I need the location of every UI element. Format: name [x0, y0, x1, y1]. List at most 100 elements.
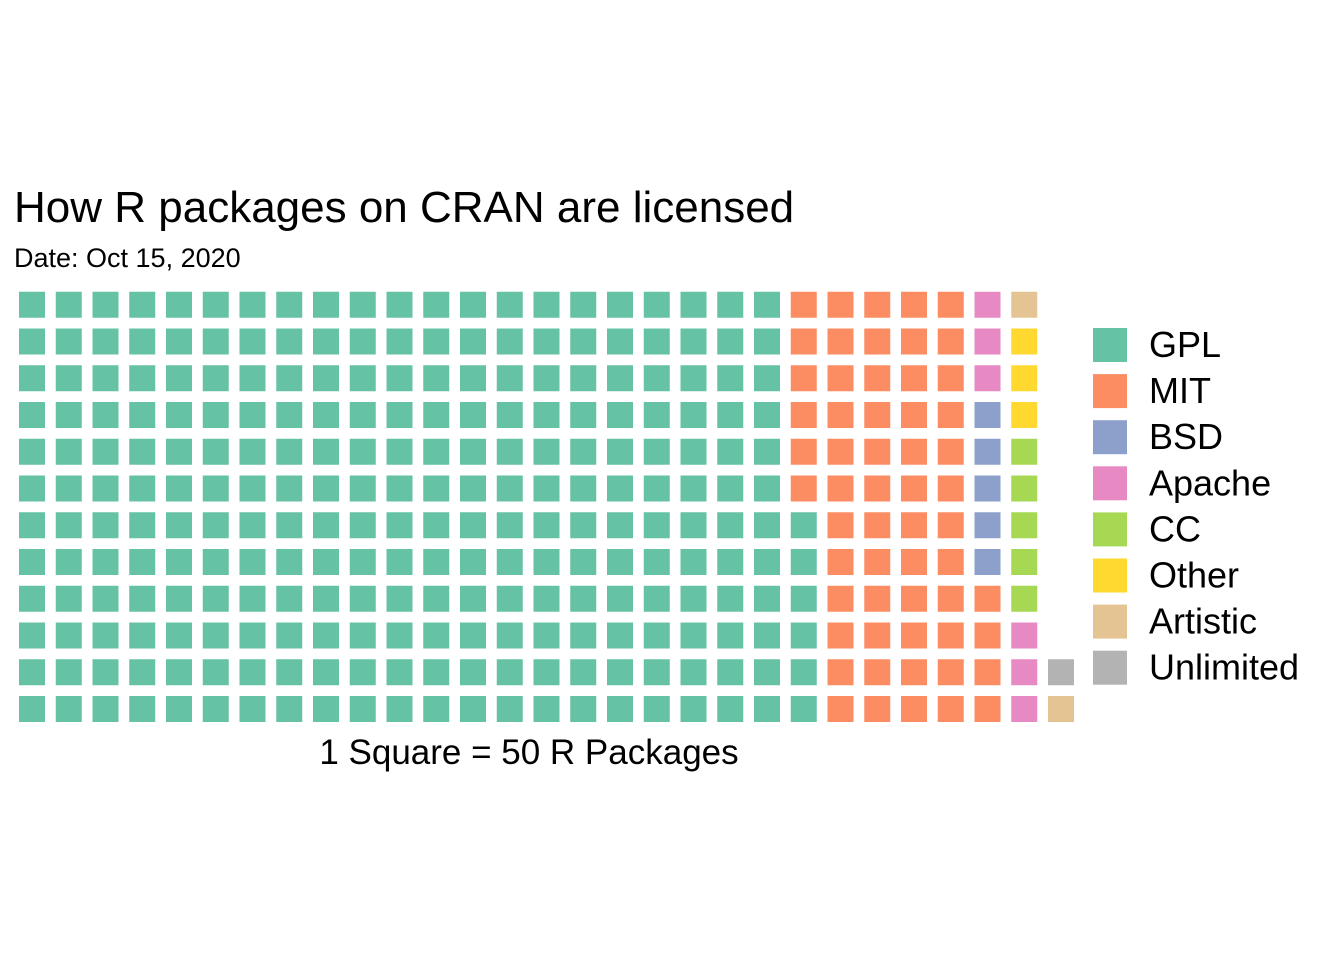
waffle-square-gpl: [607, 328, 633, 355]
waffle-square-gpl: [570, 402, 597, 428]
waffle-square-gpl: [460, 291, 486, 318]
waffle-square-gpl: [643, 402, 670, 428]
waffle-square-gpl: [643, 291, 670, 318]
waffle-square-gpl: [239, 291, 266, 318]
waffle-square-gpl: [202, 402, 229, 428]
waffle-square-gpl: [533, 291, 560, 318]
waffle-square-gpl: [386, 659, 413, 686]
waffle-square-gpl: [533, 475, 560, 502]
waffle-square-gpl: [239, 475, 266, 502]
waffle-square-gpl: [349, 585, 376, 612]
waffle-square-gpl: [533, 696, 560, 722]
waffle-square-gpl: [386, 549, 413, 575]
waffle-square-gpl: [313, 438, 339, 465]
waffle-square-gpl: [55, 549, 82, 575]
waffle-square-gpl: [754, 585, 780, 612]
legend-label-unlimited: Unlimited: [1149, 647, 1299, 688]
waffle-square-mit: [864, 622, 891, 649]
waffle-square-gpl: [313, 622, 339, 649]
waffle-square-gpl: [643, 622, 670, 649]
waffle-square-gpl: [239, 696, 266, 722]
legend-label-mit: MIT: [1149, 370, 1211, 411]
waffle-square-gpl: [496, 402, 523, 428]
waffle-square-gpl: [423, 475, 450, 502]
waffle-square-gpl: [313, 696, 339, 722]
waffle-square-gpl: [202, 438, 229, 465]
waffle-square-gpl: [754, 659, 780, 686]
waffle-square-gpl: [349, 291, 376, 318]
waffle-square-gpl: [717, 475, 744, 502]
waffle-square-gpl: [717, 696, 744, 722]
waffle-square-gpl: [570, 622, 597, 649]
waffle-square-gpl: [92, 475, 119, 502]
waffle-square-mit: [790, 402, 817, 428]
waffle-square-gpl: [754, 475, 780, 502]
waffle-square-gpl: [570, 365, 597, 392]
waffle-square-gpl: [754, 438, 780, 465]
waffle-square-gpl: [166, 365, 192, 392]
waffle-square-gpl: [19, 365, 45, 392]
waffle-square-gpl: [607, 291, 633, 318]
legend-key-cc: [1093, 512, 1127, 547]
waffle-square-gpl: [166, 438, 192, 465]
waffle-square-gpl: [19, 696, 45, 722]
waffle-square-gpl: [92, 365, 119, 392]
waffle-square-mit: [901, 512, 927, 539]
waffle-square-mit: [864, 659, 891, 686]
waffle-square-gpl: [680, 402, 707, 428]
waffle-square-gpl: [680, 512, 707, 539]
waffle-square-mit: [864, 549, 891, 575]
waffle-square-gpl: [643, 659, 670, 686]
waffle-square-gpl: [423, 328, 450, 355]
waffle-square-mit: [937, 585, 964, 612]
waffle-square-gpl: [166, 291, 192, 318]
waffle-square-gpl: [202, 549, 229, 575]
waffle-square-mit: [864, 475, 891, 502]
waffle-square-mit: [864, 291, 891, 318]
waffle-square-apache: [974, 291, 1001, 318]
waffle-square-gpl: [276, 328, 303, 355]
waffle-square-mit: [974, 585, 1001, 612]
waffle-square-gpl: [496, 549, 523, 575]
waffle-square-mit: [864, 585, 891, 612]
waffle-square-gpl: [276, 475, 303, 502]
waffle-square-gpl: [717, 365, 744, 392]
waffle-square-gpl: [349, 622, 376, 649]
waffle-square-gpl: [92, 622, 119, 649]
waffle-square-mit: [974, 659, 1001, 686]
waffle-square-mit: [901, 365, 927, 392]
waffle-square-apache: [974, 365, 1001, 392]
legend-label-gpl: GPL: [1149, 324, 1221, 365]
waffle-square-other: [1011, 365, 1038, 392]
waffle-square-gpl: [313, 549, 339, 575]
waffle-square-gpl: [754, 291, 780, 318]
waffle-square-gpl: [129, 328, 156, 355]
waffle-square-gpl: [129, 696, 156, 722]
waffle-square-gpl: [460, 549, 486, 575]
waffle-square-gpl: [55, 402, 82, 428]
waffle-square-gpl: [790, 549, 817, 575]
waffle-square-mit: [901, 475, 927, 502]
waffle-square-gpl: [754, 328, 780, 355]
waffle-square-gpl: [643, 328, 670, 355]
waffle-square-mit: [864, 365, 891, 392]
waffle-square-gpl: [166, 549, 192, 575]
waffle-square-gpl: [386, 291, 413, 318]
waffle-square-gpl: [129, 475, 156, 502]
waffle-square-gpl: [92, 291, 119, 318]
waffle-square-gpl: [349, 402, 376, 428]
waffle-square-gpl: [717, 585, 744, 612]
waffle-square-mit: [790, 328, 817, 355]
waffle-square-gpl: [533, 402, 560, 428]
waffle-square-gpl: [19, 291, 45, 318]
waffle-square-gpl: [349, 475, 376, 502]
waffle-square-mit: [937, 549, 964, 575]
waffle-square-gpl: [754, 512, 780, 539]
waffle-square-bsd: [974, 438, 1001, 465]
waffle-square-mit: [790, 291, 817, 318]
waffle-square-gpl: [570, 291, 597, 318]
waffle-square-gpl: [349, 438, 376, 465]
waffle-squares: [19, 291, 1074, 722]
waffle-square-gpl: [386, 438, 413, 465]
waffle-square-gpl: [496, 622, 523, 649]
